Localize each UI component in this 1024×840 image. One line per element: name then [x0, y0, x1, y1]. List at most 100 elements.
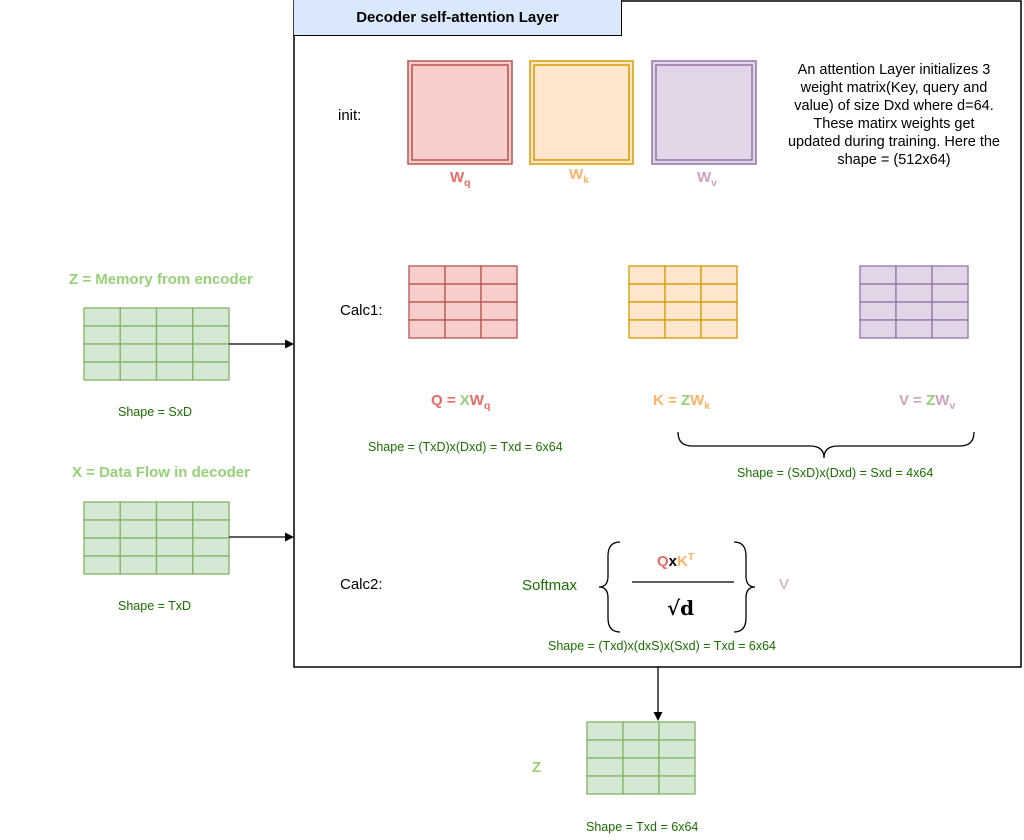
wq-label: Wq	[450, 169, 471, 189]
wq-matrix	[407, 60, 513, 165]
matrix-cell	[192, 325, 230, 345]
matrix-cell	[192, 501, 230, 521]
matrix-cell	[664, 301, 702, 321]
q-matrix-grid	[408, 265, 518, 339]
matrix-cell	[931, 301, 969, 321]
matrix-cell	[83, 325, 121, 345]
matrix-cell	[931, 283, 969, 303]
matrix-cell	[931, 319, 969, 339]
matrix-cell	[83, 361, 121, 381]
matrix-cell	[155, 343, 194, 363]
matrix-cell	[119, 537, 158, 557]
kv-shape: Shape = (SxD)x(Dxd) = Sxd = 4x64	[737, 466, 934, 480]
v-matrix-grid	[859, 265, 969, 339]
matrix-cell	[658, 739, 696, 759]
matrix-cell	[895, 301, 933, 321]
matrix-cell	[658, 721, 696, 741]
matrix-cell	[155, 307, 194, 327]
right-brace	[733, 541, 756, 633]
dataflow-shape: Shape = TxD	[118, 599, 192, 613]
matrix-cell	[408, 283, 446, 303]
matrix-cell	[895, 283, 933, 303]
calc2-label: Calc2:	[340, 576, 383, 593]
matrix-cell	[628, 265, 666, 285]
matrix-cell	[444, 319, 482, 339]
matrix-cell	[622, 775, 660, 795]
matrix-cell	[408, 319, 446, 339]
matrix-cell	[480, 319, 518, 339]
matrix-cell	[859, 265, 897, 285]
init-label: init:	[338, 107, 362, 124]
output-matrix-grid	[586, 721, 696, 795]
memory-matrix-grid	[83, 307, 230, 381]
matrix-cell	[586, 739, 624, 759]
matrix-cell	[700, 301, 738, 321]
matrix-cell	[658, 757, 696, 777]
matrix-cell	[155, 501, 194, 521]
dataflow-arrow	[229, 532, 294, 542]
matrix-cell	[83, 519, 121, 539]
matrix-cell	[155, 519, 194, 539]
matrix-cell	[444, 283, 482, 303]
matrix-cell	[895, 265, 933, 285]
matrix-cell	[119, 555, 158, 575]
matrix-cell	[192, 519, 230, 539]
matrix-cell	[192, 307, 230, 327]
matrix-cell	[628, 301, 666, 321]
matrix-cell	[586, 775, 624, 795]
matrix-cell	[408, 301, 446, 321]
matrix-cell	[444, 301, 482, 321]
matrix-cell	[155, 555, 194, 575]
matrix-cell	[622, 721, 660, 741]
softmax-label: Softmax	[522, 577, 578, 594]
k-matrix-grid	[628, 265, 738, 339]
matrix-cell	[155, 537, 194, 557]
matrix-cell	[622, 739, 660, 759]
matrix-cell	[586, 721, 624, 741]
matrix-cell	[444, 265, 482, 285]
wv-label: Wv	[697, 169, 718, 189]
calc1-label: Calc1:	[340, 302, 383, 319]
matrix-cell	[83, 501, 121, 521]
matrix-cell	[119, 501, 158, 521]
matrix-cell	[480, 301, 518, 321]
matrix-cell	[700, 319, 738, 339]
output-shape: Shape = Txd = 6x64	[586, 820, 699, 834]
matrix-cell	[155, 361, 194, 381]
matrix-cell	[408, 265, 446, 285]
matrix-cell	[628, 319, 666, 339]
left-brace	[598, 541, 621, 633]
dataflow-title: X = Data Flow in decoder	[72, 464, 250, 481]
matrix-cell	[192, 537, 230, 557]
matrix-cell	[83, 555, 121, 575]
matrix-cell	[119, 343, 158, 363]
kv-curly-brace	[677, 431, 975, 459]
matrix-cell	[480, 283, 518, 303]
matrix-cell	[859, 319, 897, 339]
matrix-cell	[664, 283, 702, 303]
memory-shape: Shape = SxD	[118, 405, 193, 419]
wk-matrix	[529, 60, 634, 165]
wv-matrix	[651, 60, 757, 165]
matrix-cell	[859, 301, 897, 321]
matrix-cell	[931, 265, 969, 285]
wk-label: Wk	[569, 166, 590, 186]
v-formula: V = ZWv	[899, 392, 956, 412]
matrix-cell	[192, 555, 230, 575]
matrix-cell	[192, 343, 230, 363]
matrix-cell	[155, 325, 194, 345]
q-formula: Q = XWq	[431, 392, 491, 412]
matrix-cell	[119, 307, 158, 327]
matrix-cell	[859, 283, 897, 303]
matrix-cell	[895, 319, 933, 339]
matrix-cell	[700, 265, 738, 285]
calc2-shape: Shape = (Txd)x(dxS)x(Sxd) = Txd = 6x64	[548, 639, 776, 653]
init-description: An attention Layer initializes 3 weight …	[787, 62, 1000, 168]
q-shape: Shape = (TxD)x(Dxd) = Txd = 6x64	[368, 440, 563, 454]
matrix-cell	[622, 757, 660, 777]
matrix-cell	[119, 325, 158, 345]
matrix-cell	[664, 319, 702, 339]
k-formula: K = ZWk	[653, 392, 711, 412]
matrix-cell	[480, 265, 518, 285]
matrix-cell	[83, 537, 121, 557]
